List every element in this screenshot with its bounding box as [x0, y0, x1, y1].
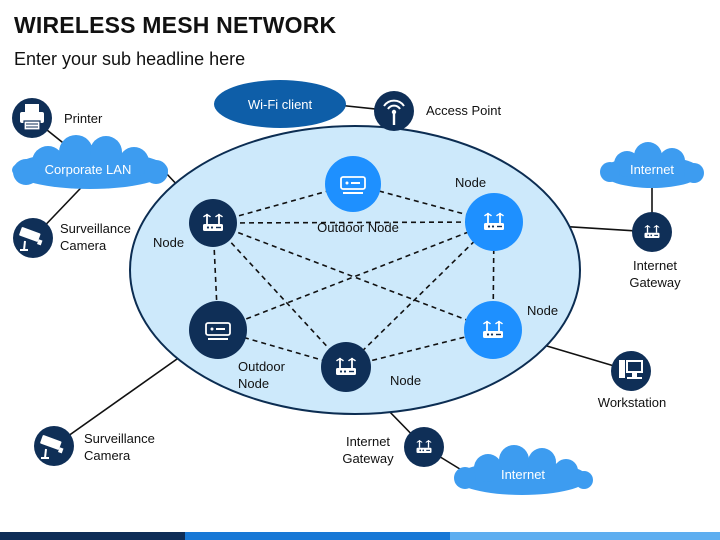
outdoor-node-top-label: Outdoor Node — [317, 220, 399, 235]
node-right-label: Node — [527, 303, 558, 318]
access-point-label: Access Point — [426, 103, 502, 118]
surveillance-camera-bottom-label-line1: Surveillance — [84, 431, 155, 446]
security-camera-icon — [13, 218, 53, 258]
bottom-accent-bar — [0, 532, 720, 540]
access-point-icon — [374, 91, 414, 131]
bottom-bar-segment-dark — [0, 532, 185, 540]
bottom-bar-segment-light — [450, 532, 720, 540]
internet-gateway-bottom-label-line1: Internet — [346, 434, 390, 449]
node-bottom-label: Node — [390, 373, 421, 388]
page-title: WIRELESS MESH NETWORK — [14, 12, 337, 38]
internet-gateway-bottom-label-line2: Gateway — [342, 451, 394, 466]
wifi-client-label: Wi-Fi client — [248, 97, 313, 112]
outdoor-node-left-label-line1: Outdoor — [238, 359, 286, 374]
security-camera-icon — [34, 426, 74, 466]
outdoor-node-icon — [325, 156, 381, 212]
node-left-label: Node — [153, 235, 184, 250]
corporate-lan-cloud — [12, 135, 168, 189]
surveillance-camera-bottom-label-line2: Camera — [84, 448, 131, 463]
internet-cloud-top — [600, 142, 704, 188]
outdoor-node-icon — [189, 301, 247, 359]
printer-label: Printer — [64, 111, 103, 126]
surveillance-camera-top-label-line1: Surveillance — [60, 221, 131, 236]
internet-gateway-right-label-line2: Gateway — [629, 275, 681, 290]
internet-bottom-label: Internet — [501, 467, 545, 482]
printer-icon — [12, 98, 52, 138]
workstation-icon — [611, 351, 651, 391]
wireless-router-icon — [464, 301, 522, 359]
internet-top-label: Internet — [630, 162, 674, 177]
internet-gateway-right-label-line1: Internet — [633, 258, 677, 273]
wireless-router-icon — [404, 427, 444, 467]
page-subtitle: Enter your sub headline here — [14, 49, 246, 69]
node-top-right-label: Node — [455, 175, 486, 190]
wireless-router-icon — [321, 342, 371, 392]
wireless-router-icon — [189, 199, 237, 247]
outdoor-node-left-label-line2: Node — [238, 376, 269, 391]
wifi-client-ellipse — [214, 80, 346, 128]
bottom-bar-segment-mid — [185, 532, 450, 540]
surveillance-camera-top-label-line2: Camera — [60, 238, 107, 253]
internet-cloud-bottom — [454, 445, 593, 495]
wireless-router-icon — [632, 212, 672, 252]
wireless-router-icon — [465, 193, 523, 251]
workstation-label: Workstation — [598, 395, 666, 410]
corporate-lan-label: Corporate LAN — [45, 162, 132, 177]
